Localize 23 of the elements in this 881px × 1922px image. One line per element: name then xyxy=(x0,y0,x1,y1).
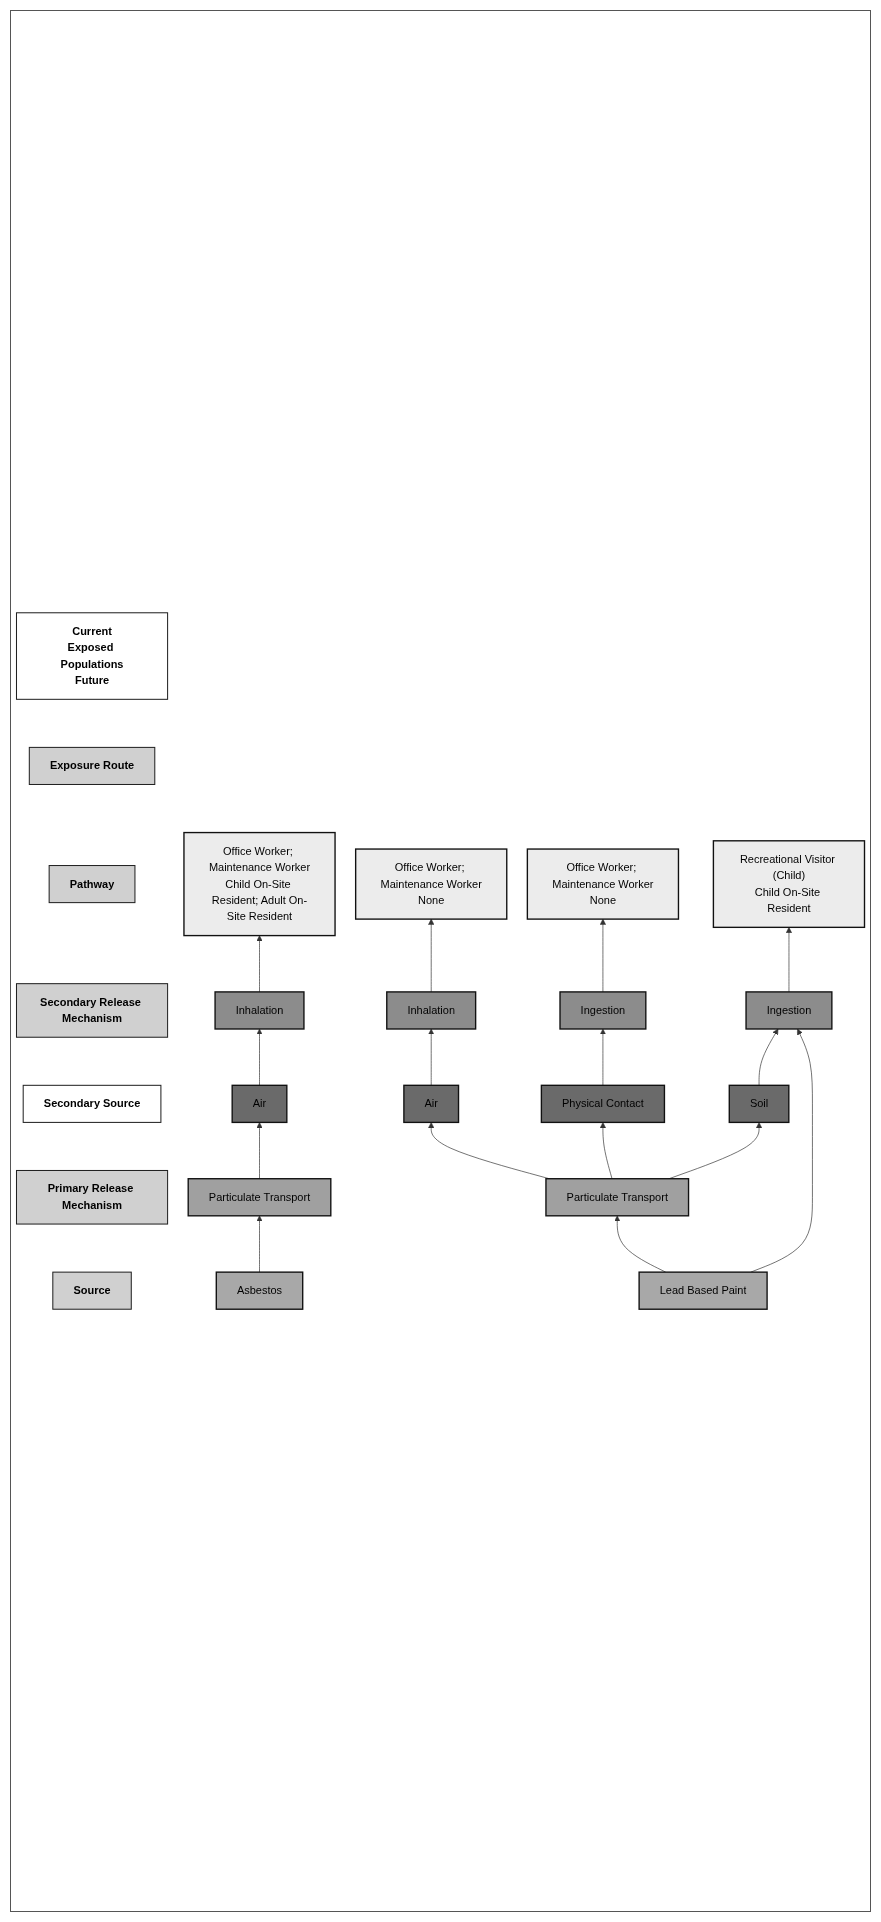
node-box: Ingestion xyxy=(559,991,647,1030)
node-box: Office Worker; Maintenance Worker None xyxy=(354,848,508,920)
node-box: Primary Release Mechanism xyxy=(15,1169,169,1225)
node-box: Particulate Transport xyxy=(545,1178,690,1217)
node-box: Soil xyxy=(728,1084,790,1124)
node-box: Ingestion xyxy=(745,991,833,1030)
node-box: Source xyxy=(52,1271,132,1310)
node-box: Secondary Source xyxy=(22,1084,162,1123)
node-box: Particulate Transport xyxy=(187,1178,332,1217)
node-box: Pathway xyxy=(48,865,136,904)
node-box: Exposure Route xyxy=(28,746,156,785)
node-box: Inhalation xyxy=(214,991,305,1030)
node-box: Physical Contact xyxy=(540,1084,666,1124)
node-box: Lead Based Paint xyxy=(638,1271,768,1310)
node-box: Current Exposed Populations Future xyxy=(15,612,169,700)
node-box: Asbestos xyxy=(215,1271,304,1310)
node-box: Recreational Visitor (Child) Child On-Site Resident xyxy=(712,840,866,929)
node-box: Secondary Release Mechanism xyxy=(15,983,169,1038)
node-box: Office Worker; Maintenance Worker Child On-Site Resident; Adult On-Site Resident xyxy=(183,831,336,937)
node-box: Office Worker; Maintenance Worker None xyxy=(526,848,680,920)
node-box: Inhalation xyxy=(386,991,477,1030)
node-box: Air xyxy=(231,1084,288,1124)
node-box: Air xyxy=(403,1084,460,1124)
